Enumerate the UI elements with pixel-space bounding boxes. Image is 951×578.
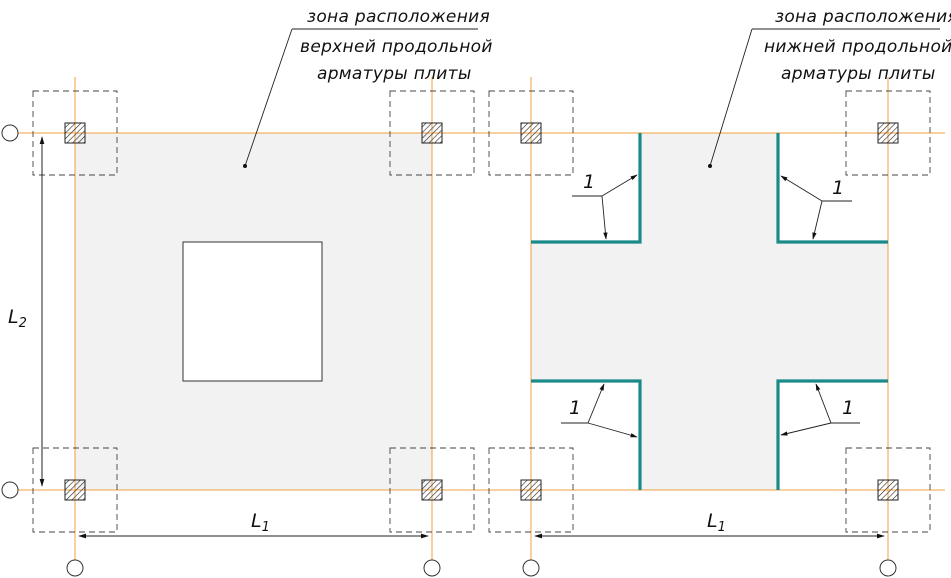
l2-label: L2 — [8, 306, 27, 331]
right-rebar-boundaries — [531, 133, 888, 490]
left-axis-bubbles — [1, 124, 441, 577]
left-column-zones — [32, 90, 475, 533]
left-zone-label-line1: зона расположения — [307, 7, 490, 27]
callout-top-left-number: 1 — [583, 171, 595, 193]
right-columns — [520, 122, 899, 501]
right-leader-dot — [708, 164, 712, 168]
callout-top-right-number: 1 — [832, 177, 844, 199]
left-center-opening — [182, 241, 323, 382]
callout-top-left — [572, 174, 638, 240]
right-panel: L1 зона расположения нижней продольной а… — [488, 7, 951, 577]
right-axis-bubbles — [522, 559, 897, 577]
left-columns — [64, 122, 443, 501]
l1-left-label: L1 — [251, 510, 270, 535]
left-panel: L2 L1 зона расположения верхней продольн… — [1, 7, 493, 577]
callout-bottom-left-number: 1 — [569, 397, 581, 419]
callout-bottom-right-number: 1 — [842, 397, 854, 419]
left-zone-label-line2: верхней продольной — [300, 37, 493, 57]
l1-right-label: L1 — [707, 510, 726, 535]
left-leader-dot — [243, 164, 247, 168]
right-lower-rebar-zone — [531, 133, 888, 490]
right-zone-label-line3: арматуры плиты — [781, 64, 936, 84]
right-column-zones — [488, 90, 931, 533]
callout-top-right — [780, 175, 852, 240]
callout-bottom-right — [780, 383, 860, 436]
right-zone-label-line1: зона расположения — [775, 7, 951, 27]
callout-bottom-left — [561, 383, 638, 438]
left-zone-leader — [244, 28, 478, 167]
left-zone-label-line3: арматуры плиты — [317, 64, 472, 84]
right-zone-label-line2: нижней продольной — [764, 37, 951, 57]
right-zone-leader — [709, 28, 940, 167]
